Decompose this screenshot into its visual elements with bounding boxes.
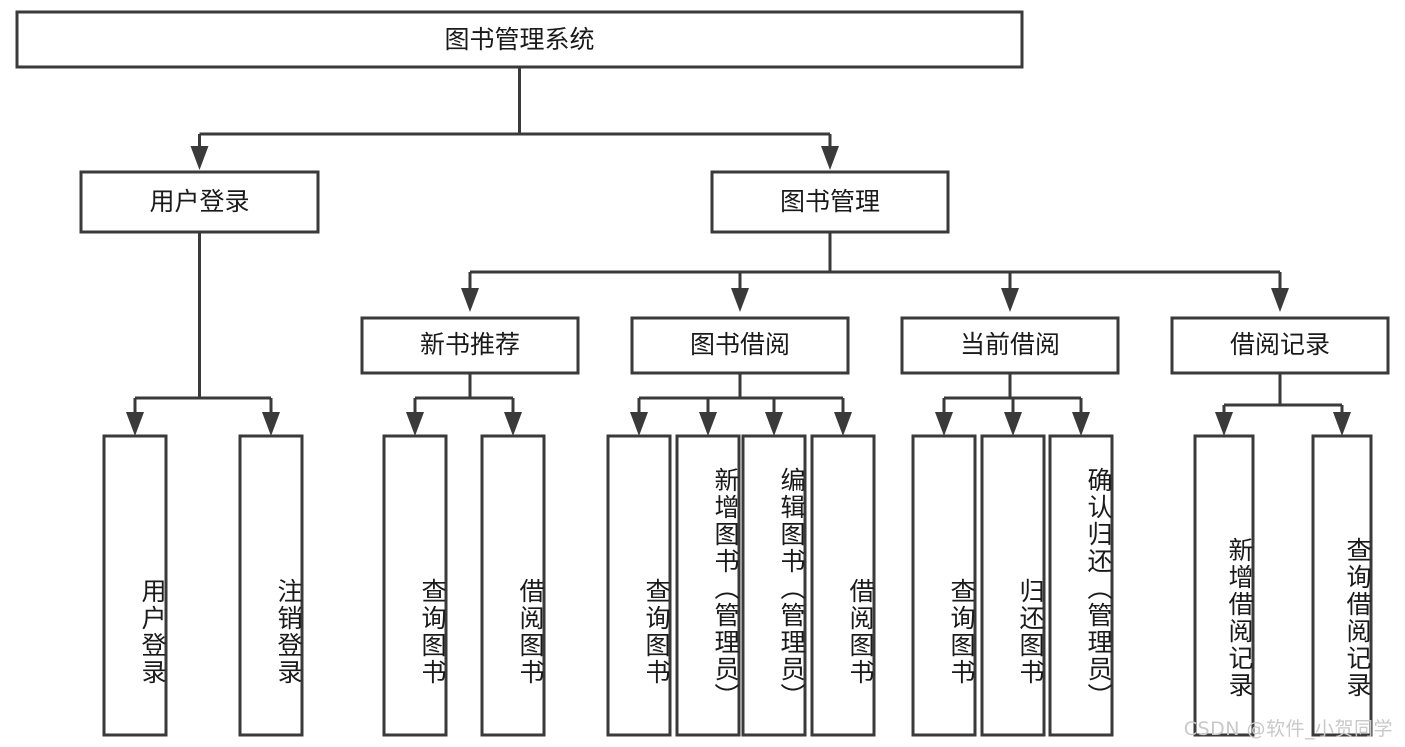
node-root-box bbox=[15, 10, 1024, 69]
leaf-query-book-2-label: 查询图书 bbox=[608, 436, 671, 735]
leaf-query-book-2-text: 查询图书 bbox=[642, 578, 671, 687]
arrow-icon-new-book-recommend bbox=[461, 288, 479, 312]
node-new-book-recommend[interactable]: 新书推荐 bbox=[360, 316, 580, 375]
node-borrow-record-box bbox=[1170, 316, 1390, 375]
leaf-confirm-return-admin-text: 确认归还（管理员） bbox=[1084, 467, 1113, 710]
leaf-confirm-return-admin-box[interactable] bbox=[1048, 434, 1114, 737]
leaf-query-book-1-box[interactable] bbox=[382, 434, 448, 737]
node-new-book-recommend-box bbox=[360, 316, 580, 375]
connector-group-new-book-recommend bbox=[406, 373, 522, 436]
arrow-icon-leaf-add-book-admin bbox=[699, 412, 717, 436]
leaf-user-login-label: 用户登录 bbox=[104, 436, 167, 735]
leaf-add-borrow-record-box[interactable] bbox=[1193, 434, 1255, 737]
connector-group-current-borrow bbox=[935, 373, 1090, 436]
leaf-return-book-label: 归还图书 bbox=[982, 436, 1045, 735]
leaf-query-book-3-box[interactable] bbox=[911, 434, 977, 737]
node-borrow-record-label: 借阅记录 bbox=[1230, 330, 1330, 359]
arrow-icon-user-login bbox=[190, 146, 209, 170]
node-user-login[interactable]: 用户登录 bbox=[79, 170, 320, 234]
connector-group-borrow-record bbox=[1215, 373, 1351, 436]
leaf-edit-book-admin-label: 编辑图书（管理员） bbox=[743, 436, 806, 735]
leaf-add-borrow-record-text: 新增借阅记录 bbox=[1225, 537, 1254, 700]
leaf-return-book-text: 归还图书 bbox=[1016, 578, 1045, 687]
arrow-icon-leaf-edit-book-admin bbox=[765, 412, 783, 436]
arrow-icon-book-borrow bbox=[731, 288, 749, 312]
arrow-icon-current-borrow bbox=[1001, 288, 1019, 312]
node-current-borrow[interactable]: 当前借阅 bbox=[900, 316, 1120, 375]
arrow-icon-book-management bbox=[821, 146, 839, 170]
arrow-icon-leaf-add-borrow-record bbox=[1215, 412, 1233, 436]
arrow-icon-leaf-query-book-1 bbox=[406, 412, 424, 436]
leaf-borrow-book-2-text: 借阅图书 bbox=[846, 578, 875, 687]
arrow-icon-leaf-borrow-book-2 bbox=[834, 412, 852, 436]
node-book-borrow-box bbox=[630, 316, 850, 375]
node-current-borrow-box bbox=[900, 316, 1120, 375]
leaf-borrow-book-2-label: 借阅图书 bbox=[812, 436, 875, 735]
connector-group-user-login bbox=[126, 232, 280, 436]
leaf-box-group bbox=[102, 434, 1373, 737]
leaf-user-login-box[interactable] bbox=[102, 434, 168, 737]
leaf-borrow-book-2-box[interactable] bbox=[810, 434, 876, 737]
leaf-query-borrow-record-label: 查询借阅记录 bbox=[1313, 436, 1372, 735]
leaf-query-book-1-label: 查询图书 bbox=[384, 436, 447, 735]
leaf-query-borrow-record-text: 查询借阅记录 bbox=[1343, 537, 1372, 700]
arrow-icon-leaf-logout-login bbox=[262, 412, 280, 436]
leaf-logout-login-label: 注销登录 bbox=[240, 436, 303, 735]
leaf-add-book-admin-text: 新增图书（管理员） bbox=[711, 467, 740, 710]
leaf-edit-book-admin-text: 编辑图书（管理员） bbox=[777, 467, 806, 710]
arrow-icon-leaf-query-borrow-record bbox=[1333, 412, 1351, 436]
connector-group-root bbox=[190, 67, 839, 170]
arrow-icon-leaf-query-book-2 bbox=[630, 412, 648, 436]
node-user-login-box bbox=[79, 170, 320, 234]
node-book-management-label: 图书管理 bbox=[780, 187, 880, 216]
arrow-icon-leaf-return-book bbox=[1004, 412, 1022, 436]
node-user-login-label: 用户登录 bbox=[149, 187, 249, 216]
leaf-add-book-admin-label: 新增图书（管理员） bbox=[677, 436, 740, 735]
leaf-query-book-2-box[interactable] bbox=[606, 434, 672, 737]
node-root-label: 图书管理系统 bbox=[444, 25, 594, 54]
leaf-query-borrow-record-box[interactable] bbox=[1311, 434, 1373, 737]
leaf-confirm-return-admin-label: 确认归还（管理员） bbox=[1050, 436, 1113, 735]
leaf-add-borrow-record-label: 新增借阅记录 bbox=[1195, 436, 1254, 735]
node-book-management[interactable]: 图书管理 bbox=[710, 170, 950, 234]
leaf-logout-login-box[interactable] bbox=[238, 434, 304, 737]
leaf-return-book-box[interactable] bbox=[980, 434, 1046, 737]
arrow-icon-leaf-query-book-3 bbox=[935, 412, 953, 436]
node-book-borrow[interactable]: 图书借阅 bbox=[630, 316, 850, 375]
node-current-borrow-label: 当前借阅 bbox=[960, 330, 1060, 359]
leaf-borrow-book-1-text: 借阅图书 bbox=[516, 578, 545, 687]
node-book-management-box bbox=[710, 170, 950, 234]
leaf-user-login-text: 用户登录 bbox=[138, 578, 167, 687]
leaf-borrow-book-1-box[interactable] bbox=[480, 434, 546, 737]
leaf-borrow-book-1-label: 借阅图书 bbox=[482, 436, 545, 735]
node-root[interactable]: 图书管理系统 bbox=[15, 10, 1024, 69]
arrow-icon-leaf-borrow-book-1 bbox=[504, 412, 522, 436]
connector-group-book-borrow bbox=[630, 373, 852, 436]
leaf-add-book-admin-box[interactable] bbox=[675, 434, 741, 737]
node-borrow-record[interactable]: 借阅记录 bbox=[1170, 316, 1390, 375]
leaf-query-book-3-text: 查询图书 bbox=[947, 578, 976, 687]
leaf-edit-book-admin-box[interactable] bbox=[741, 434, 807, 737]
arrow-icon-borrow-record bbox=[1271, 288, 1289, 312]
leaf-query-book-1-text: 查询图书 bbox=[418, 578, 447, 687]
leaf-query-book-3-label: 查询图书 bbox=[913, 436, 976, 735]
connector-group-book-management bbox=[461, 232, 1289, 312]
arrow-icon-leaf-confirm-return-admin bbox=[1072, 412, 1090, 436]
arrow-icon-leaf-user-login bbox=[126, 412, 144, 436]
node-book-borrow-label: 图书借阅 bbox=[690, 330, 790, 359]
node-new-book-recommend-label: 新书推荐 bbox=[420, 330, 520, 359]
leaf-logout-login-text: 注销登录 bbox=[274, 578, 303, 687]
